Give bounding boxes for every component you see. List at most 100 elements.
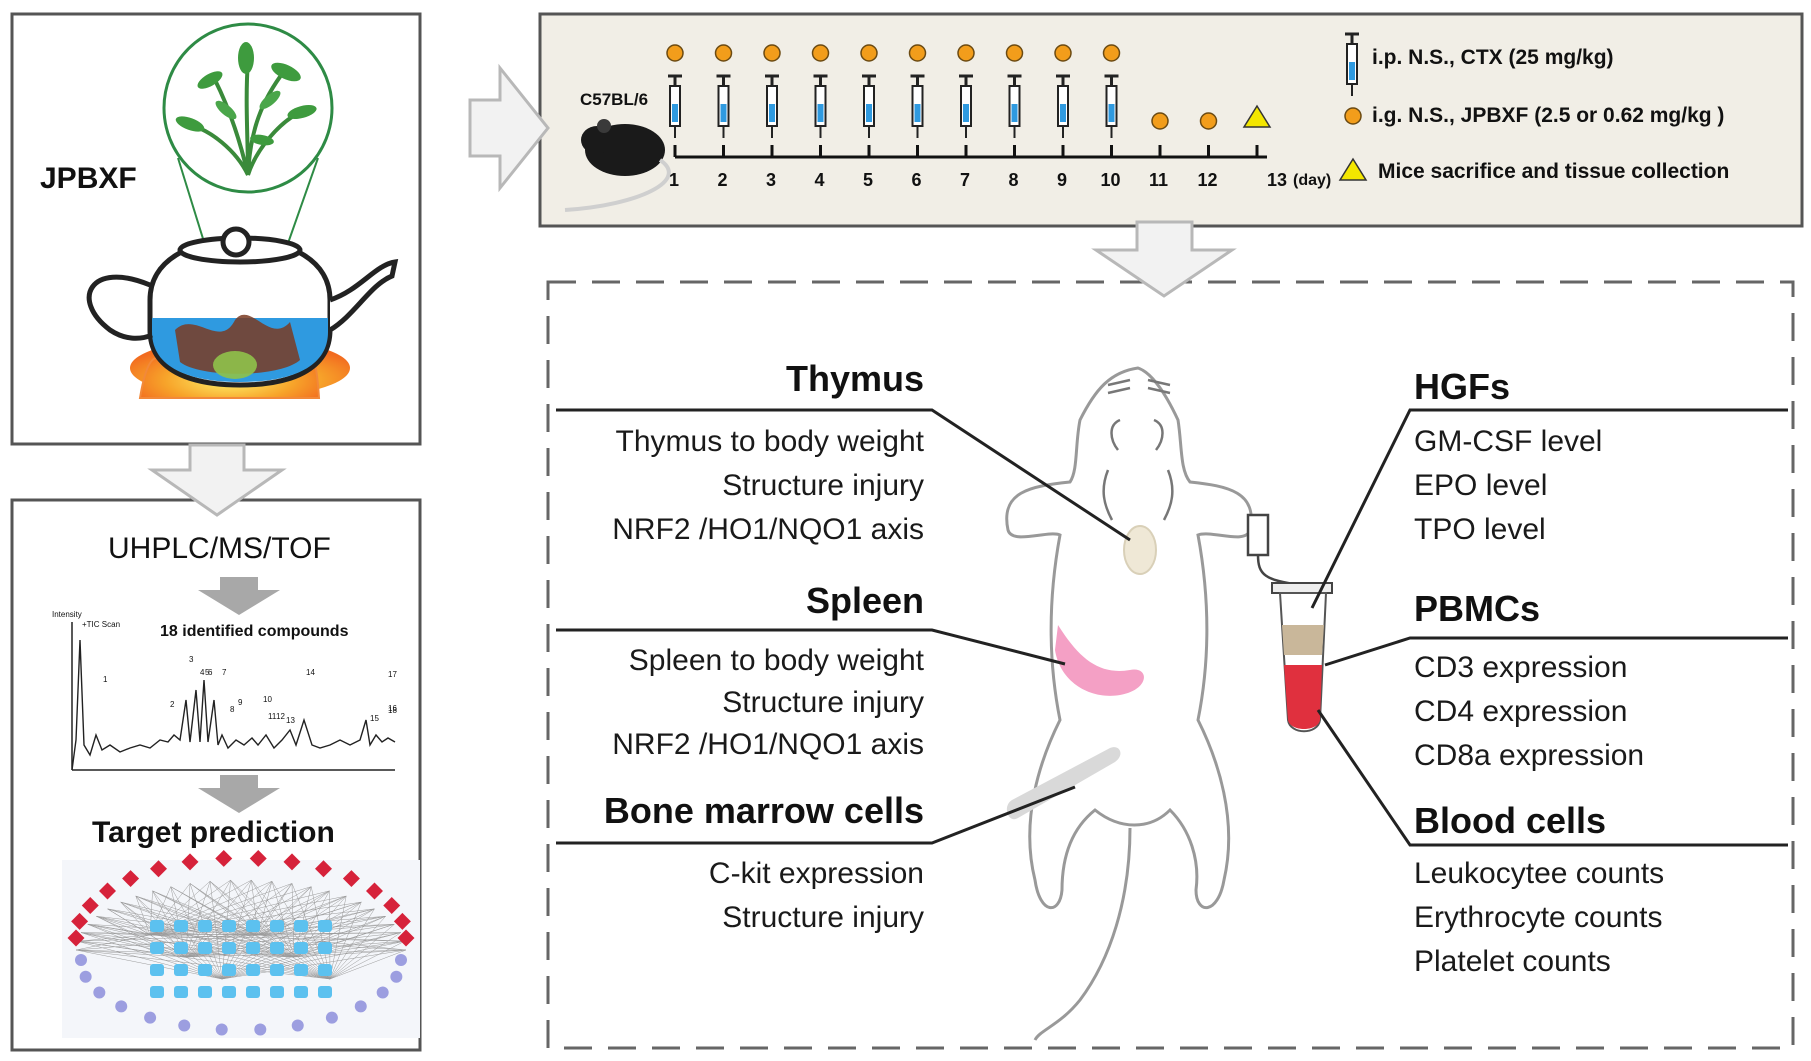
target-node: [270, 964, 284, 976]
spleen-item: Spleen to body weight: [628, 644, 924, 677]
syringe-icon-fluid: [1011, 104, 1018, 122]
thymus-group: Thymus: [786, 358, 924, 400]
orange-dot-icon: [1102, 44, 1121, 62]
peak-label: 5: [205, 668, 210, 677]
target-node: [222, 920, 236, 932]
target-node: [246, 942, 260, 954]
hgfs-title: HGFs: [1414, 366, 1511, 407]
network-edge: [251, 879, 331, 980]
chromatogram: [71, 622, 396, 771]
blood-cells-item: Erythrocyte counts: [1414, 901, 1663, 934]
bone-marrow-items: C-kit expression Structure injury: [709, 852, 924, 940]
hub-node: [315, 860, 332, 878]
hgfs-item: EPO level: [1414, 469, 1548, 502]
thymus-organ: [1123, 525, 1157, 575]
network-edge: [96, 916, 187, 958]
teapot-illustration: [86, 226, 399, 399]
network-edge: [257, 886, 312, 936]
compound-node: [254, 1023, 267, 1036]
hub-node: [393, 912, 411, 930]
syringe-icon-fluid: [720, 104, 727, 122]
network-edge: [75, 949, 187, 958]
target-node: [150, 920, 164, 932]
compound-node: [178, 1019, 191, 1032]
spleen-item: Structure injury: [722, 686, 924, 719]
hub-node: [71, 912, 89, 930]
legend-triangle-icon: [1338, 157, 1368, 181]
orange-dot-icon: [1054, 44, 1072, 62]
target-node: [222, 986, 236, 998]
target-node: [246, 920, 260, 932]
legend-orange-dot-icon: [1344, 107, 1362, 125]
network-edge: [329, 901, 362, 980]
peak-label: 17: [388, 670, 397, 679]
pbmcs-item: CD4 expression: [1414, 695, 1628, 728]
day-label: 2: [717, 170, 728, 190]
hub-node: [215, 849, 233, 867]
peak-label: 14: [306, 668, 315, 677]
thymus-items: Thymus to body weight Structure injury N…: [612, 420, 924, 552]
target-node: [294, 986, 308, 998]
orange-dot-icon: [957, 44, 975, 62]
thymus-item: Structure injury: [722, 469, 924, 502]
network-edge: [149, 916, 386, 936]
orange-dot-icon: [908, 44, 927, 62]
network-edge: [75, 949, 223, 980]
thymus-item: NRF2 /HO1/NQO1 axis: [612, 513, 924, 546]
hgfs-group: HGFs: [1414, 366, 1510, 408]
peak-label: 6: [208, 668, 213, 677]
day-label: 10: [1100, 170, 1121, 190]
target-node: [222, 942, 236, 954]
network-edge: [135, 895, 259, 936]
syringe-icon-fluid: [1060, 104, 1066, 122]
chromatogram-title: 18 identified compounds: [160, 623, 349, 640]
compound-node: [215, 1023, 228, 1036]
orange-dot-icon: [811, 44, 830, 62]
rat-illustration: [1005, 366, 1253, 1041]
day-label: 11: [1149, 170, 1169, 190]
network-edge: [185, 880, 231, 958]
compound-node: [354, 1000, 367, 1013]
target-node: [150, 986, 164, 998]
thymus-title: Thymus: [785, 358, 924, 399]
spleen-title: Spleen: [805, 580, 924, 621]
legend-ip-text: i.p. N.S., CTX (25 mg/kg): [1372, 46, 1614, 69]
chromatogram-legend: +TIC Scan: [82, 620, 121, 629]
target-node: [198, 920, 212, 932]
hub-node: [383, 896, 401, 914]
network-edge: [293, 923, 395, 958]
target-node: [270, 920, 284, 932]
network-edge: [329, 941, 405, 980]
herb-illustration: [162, 22, 334, 301]
day-label: 7: [960, 170, 971, 190]
pbmcs-item: CD3 expression: [1414, 651, 1628, 684]
peak-label: 11: [268, 712, 277, 721]
network-edge: [293, 949, 407, 958]
target-node: [318, 920, 332, 932]
peak-label: 8: [230, 705, 235, 714]
hub-node: [81, 896, 99, 914]
legend-ig-text: i.g. N.S., JPBXF (2.5 or 0.62 mg/kg ): [1372, 104, 1725, 127]
mouse-icon: [564, 119, 671, 212]
syringe-icon-fluid: [963, 104, 969, 122]
network-edge: [185, 881, 211, 958]
network-edge: [77, 934, 151, 942]
hub-node: [366, 882, 383, 900]
target-node: [318, 986, 332, 998]
pbmcs-items: CD3 expression CD4 expression CD8a expre…: [1414, 646, 1644, 778]
network-edge: [170, 886, 331, 980]
day-13-label: 13: [1267, 170, 1288, 190]
network-edge: [149, 932, 401, 936]
pbmcs-group: PBMCs: [1414, 588, 1540, 630]
pbmcs-title: PBMCs: [1414, 588, 1541, 629]
network-edge: [149, 883, 293, 936]
target-node: [198, 964, 212, 976]
network-edge: [135, 895, 151, 936]
network-edge: [257, 934, 407, 951]
target-node: [174, 964, 188, 976]
network-edge: [185, 895, 347, 958]
syringe-icon-fluid: [914, 104, 921, 122]
orange-dot-icon: [860, 44, 878, 62]
hub-node: [249, 849, 267, 867]
